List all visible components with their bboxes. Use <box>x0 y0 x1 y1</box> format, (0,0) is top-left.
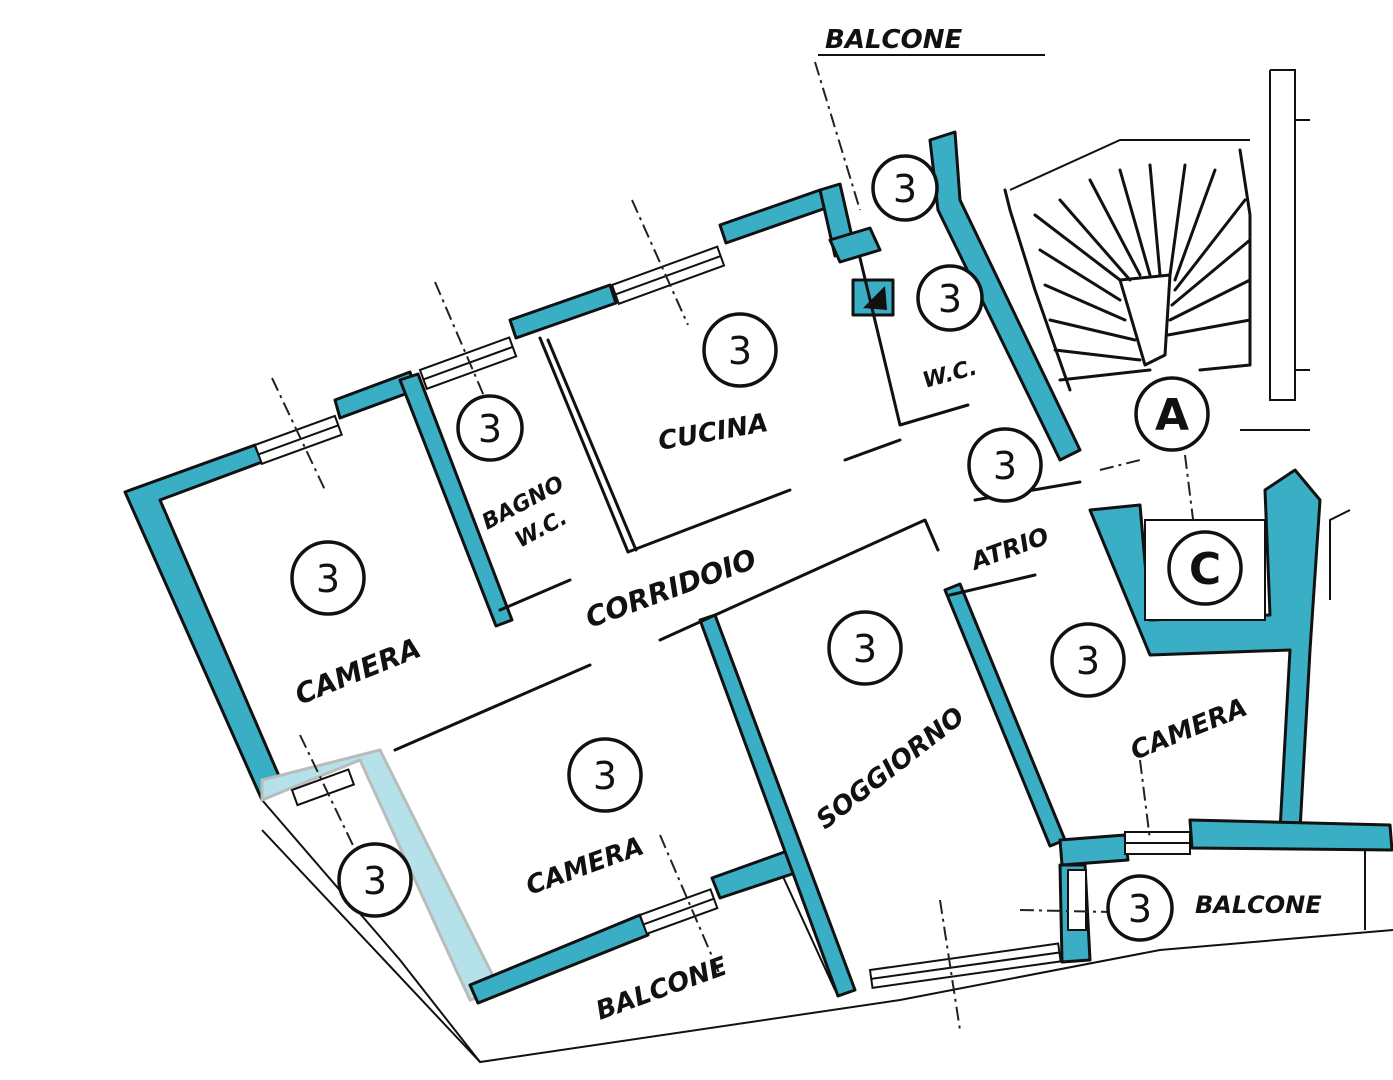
marker-balcone-top: 3 <box>871 154 939 222</box>
svg-text:3: 3 <box>938 277 962 321</box>
marker-balcone-left: 3 <box>337 842 413 918</box>
marker-soggiorno: 3 <box>827 610 903 686</box>
svg-text:3: 3 <box>993 444 1017 488</box>
walls <box>123 130 1393 1005</box>
room-label-soggiorno: SOGGIORNO <box>811 702 971 836</box>
balcony-right-label: BALCONE <box>1195 891 1322 919</box>
windows <box>253 245 1191 989</box>
balcony-top-label: BALCONE <box>818 25 1045 56</box>
marker-balcone-right: 3 <box>1106 874 1174 942</box>
outer-outline <box>261 69 1393 1064</box>
svg-text:3: 3 <box>853 627 877 671</box>
svg-text:3: 3 <box>893 167 917 211</box>
room-label-camera-bottom: CAMERA <box>522 831 648 901</box>
svg-text:3: 3 <box>1076 639 1100 683</box>
marker-atrio: 3 <box>967 427 1043 503</box>
marker-camera-bottom: 3 <box>567 737 643 813</box>
room-label-atrio: ATRIO <box>966 522 1053 577</box>
staircase <box>1003 148 1252 392</box>
marker-bagno: 3 <box>456 394 524 462</box>
svg-text:3: 3 <box>316 557 340 601</box>
marker-core-c: C <box>1144 519 1266 621</box>
marker-stair-a: A <box>1134 376 1210 452</box>
room-label-wc-small: W.C. <box>920 355 980 393</box>
svg-text:3: 3 <box>1128 887 1152 931</box>
svg-text:3: 3 <box>593 754 617 798</box>
room-label-camera-left: CAMERA <box>290 631 425 711</box>
room-markers: 3 3 3 3 3 3 3 3 3 3 3 <box>290 154 1174 942</box>
axis-lines <box>271 61 1196 1031</box>
room-label-corridoio: CORRIDOIO <box>581 542 761 634</box>
svg-text:A: A <box>1155 390 1189 441</box>
room-label-camera-right: CAMERA <box>1126 693 1251 767</box>
room-label-cucina: CUCINA <box>656 408 770 457</box>
svg-text:3: 3 <box>728 329 752 373</box>
balcony-top-text: BALCONE <box>825 25 962 55</box>
balcony-bottom-label: BALCONE <box>592 951 731 1026</box>
marker-camera-right: 3 <box>1050 622 1126 698</box>
partitions <box>393 256 1082 752</box>
svg-text:3: 3 <box>363 859 387 903</box>
svg-text:3: 3 <box>478 407 502 451</box>
marker-camera-left: 3 <box>290 540 366 616</box>
marker-cucina: 3 <box>702 312 778 388</box>
marker-wc: 3 <box>916 264 984 332</box>
svg-text:C: C <box>1189 544 1221 595</box>
